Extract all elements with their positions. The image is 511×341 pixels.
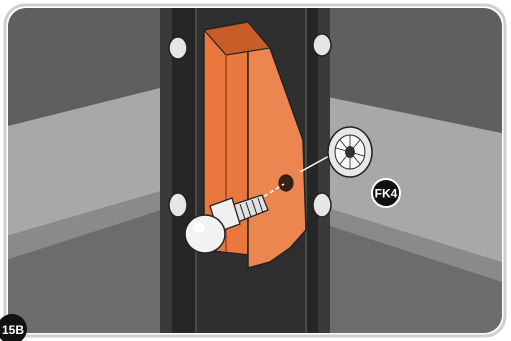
- callout-fk4: FK4: [372, 179, 400, 207]
- washer-nut-icon: [328, 127, 372, 177]
- bracket-bolt-hole: [279, 175, 293, 191]
- callout-fk4-label: FK4: [375, 187, 398, 201]
- step-label: 15B: [2, 323, 24, 337]
